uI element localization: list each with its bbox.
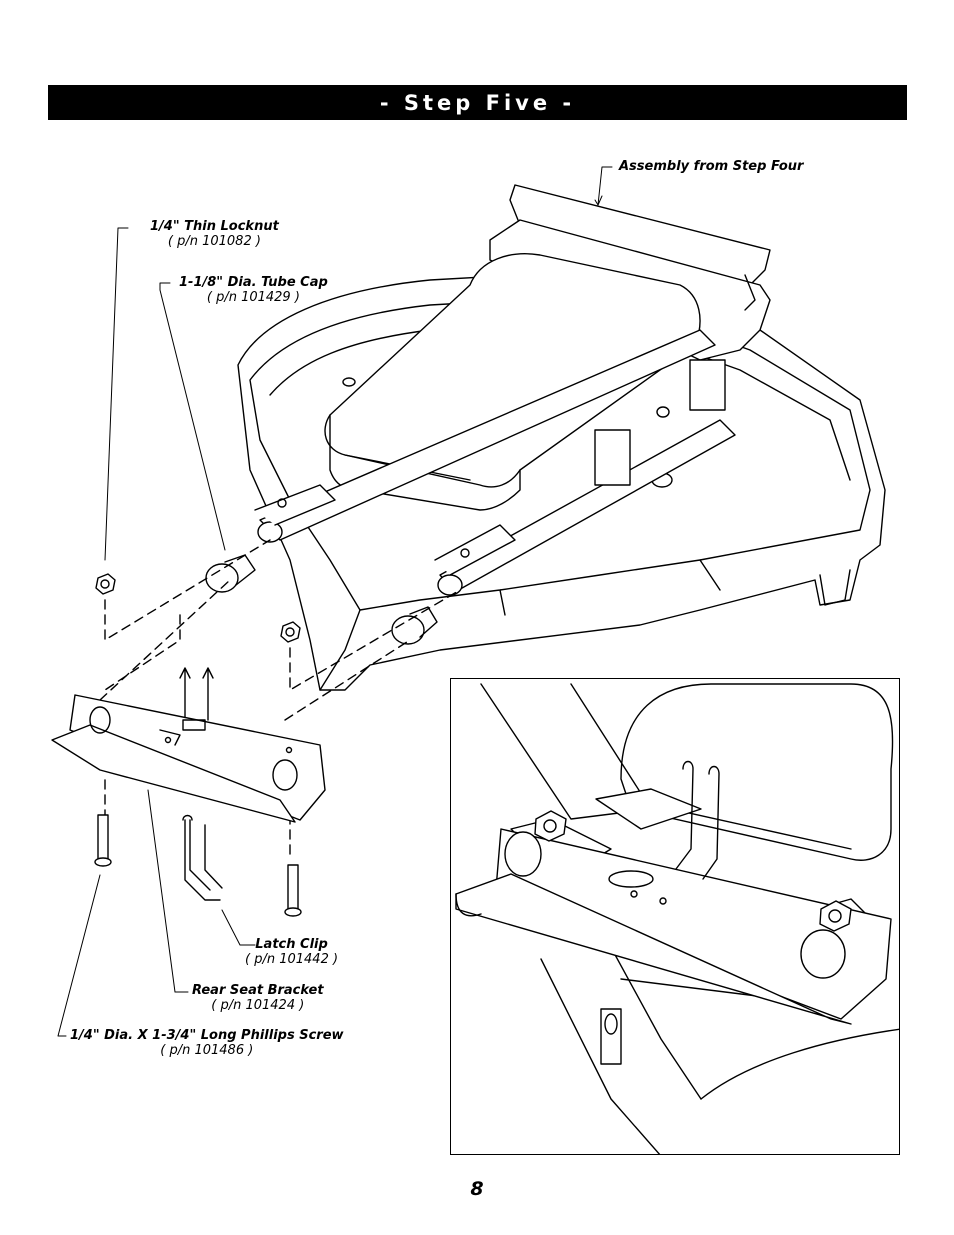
latch-clip-callout-name: Latch Clip [255,937,328,952]
assembly-callout: Assembly from Step Four [619,159,803,174]
tube-cap-callout-name: 1-1/8" Dia. Tube Cap [179,275,328,290]
tube-cap-parts [205,554,438,645]
rear-seat-bracket-part [51,694,326,823]
screw-parts [94,814,302,917]
leader-lines [57,166,613,1037]
tube-cap-callout: 1-1/8" Dia. Tube Cap ( p/n 101429 ) [179,275,328,305]
locknut-parts [95,573,301,643]
rear-seat-bracket-callout: Rear Seat Bracket ( p/n 101424 ) [192,983,324,1013]
locknut-callout: 1/4" Thin Locknut ( p/n 101082 ) [150,219,279,249]
inset-rear-bracket [455,828,892,1025]
screw-callout-part-number: ( p/n 101486 ) [160,1043,254,1058]
step-header: - Step Five - [48,85,907,120]
detail-inset-drawing [455,683,899,1154]
page-number: 8 [470,1178,484,1200]
tube-cap-callout-part-number: ( p/n 101429 ) [206,290,300,305]
step-title: - Step Five - [379,90,576,115]
screw-callout: 1/4" Dia. X 1-3/4" Long Phillips Screw (… [70,1028,344,1058]
locknut-callout-name: 1/4" Thin Locknut [150,219,279,234]
latch-clip-callout: Latch Clip ( p/n 101442 ) [245,937,338,967]
frame-tubes [254,329,736,596]
inset-locknuts [534,810,852,932]
inset-seat-cushion [620,683,894,861]
assembly-callout-name: Assembly from Step Four [619,159,804,174]
latch-clip-part [182,814,223,901]
insert-arrows [179,667,214,721]
locknut-callout-part-number: ( p/n 101082 ) [167,234,261,249]
rear-seat-bracket-callout-part-number: ( p/n 101424 ) [211,998,305,1013]
screw-callout-name: 1/4" Dia. X 1-3/4" Long Phillips Screw [70,1028,344,1043]
latch-clip-callout-part-number: ( p/n 101442 ) [245,952,339,967]
rear-seat-bracket-callout-name: Rear Seat Bracket [192,983,324,998]
inset-latch-clips [675,760,720,880]
detail-inset [450,678,900,1155]
